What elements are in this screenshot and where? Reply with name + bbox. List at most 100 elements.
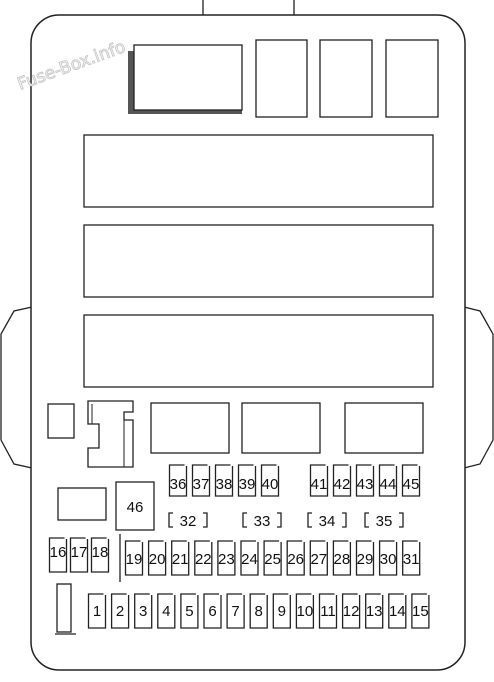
fuse-18-outline xyxy=(90,537,110,573)
relay-mid-3 xyxy=(344,402,424,454)
fuse-7-outline xyxy=(226,593,245,629)
fuse-41-outline xyxy=(309,464,329,497)
fuse-43-label: 43 xyxy=(357,476,374,493)
bracket-32-right xyxy=(203,512,208,528)
fuse-45-outline xyxy=(401,464,421,497)
fuse-outline-layer xyxy=(48,464,430,629)
fuse-37-label: 37 xyxy=(193,476,210,493)
fuse-5-outline xyxy=(180,593,199,629)
fuse-1-outline xyxy=(87,593,107,629)
relay-top-2 xyxy=(255,39,308,118)
fuse-42-label: 42 xyxy=(334,476,351,493)
fuse-45-label: 45 xyxy=(403,476,420,493)
relay-long-3 xyxy=(83,314,434,388)
fuse-27-outline xyxy=(309,540,328,576)
fuse-9-outline xyxy=(272,593,291,629)
fuse-4-label: 4 xyxy=(162,603,170,620)
fuse-21-label: 21 xyxy=(172,551,189,568)
fuse-12-outline xyxy=(341,593,361,629)
bracket-34-label: 34 xyxy=(319,513,336,530)
relay-long-1 xyxy=(83,134,434,208)
fuse-28-label: 28 xyxy=(334,551,351,568)
fuse-10-label: 10 xyxy=(297,603,314,620)
fuse-20-outline xyxy=(147,540,167,576)
fuse-39-outline xyxy=(237,464,257,497)
fuse-13-outline xyxy=(365,593,384,629)
fuse-41-label: 41 xyxy=(311,476,328,493)
fuse-24-outline xyxy=(240,540,259,576)
fuse-22-label: 22 xyxy=(195,551,212,568)
bracket-34-right xyxy=(342,512,347,528)
relay-46-box xyxy=(115,481,155,531)
fuse-2-label: 2 xyxy=(116,603,124,620)
fuse-29-outline xyxy=(355,540,375,576)
fuse-13-label: 13 xyxy=(366,603,383,620)
connector-block xyxy=(87,400,134,468)
fuse-30-outline xyxy=(378,540,398,576)
relay-mid-1 xyxy=(150,402,230,454)
fuse-11-outline xyxy=(318,593,338,629)
fuse-11-label: 11 xyxy=(320,603,336,620)
relay-46-label: 46 xyxy=(127,499,144,516)
fuse-2-outline xyxy=(110,593,130,629)
fuse-7-label: 7 xyxy=(231,603,239,620)
fuse-27-label: 27 xyxy=(310,551,327,568)
bracket-34-left xyxy=(307,512,312,528)
fuse-39-label: 39 xyxy=(239,476,256,493)
fuse-18-label: 18 xyxy=(92,544,109,561)
left-mount-tab xyxy=(0,306,33,469)
bracket-33-label: 33 xyxy=(254,513,271,530)
fuse-17-outline xyxy=(69,537,89,573)
fuse-14-outline xyxy=(388,593,407,629)
fuse-16-label: 16 xyxy=(50,544,67,561)
fuse-37-outline xyxy=(191,464,211,497)
fuse-19-outline xyxy=(124,540,144,576)
bracket-35-right xyxy=(399,512,404,528)
fuse-23-label: 23 xyxy=(218,551,235,568)
fuse-12-label: 12 xyxy=(343,603,360,620)
fuse-25-label: 25 xyxy=(264,551,281,568)
fuse-9-label: 9 xyxy=(278,603,286,620)
fuse-36-outline xyxy=(168,464,188,497)
fuse-24-label: 24 xyxy=(241,551,258,568)
fuse-8-label: 8 xyxy=(255,603,263,620)
fuse-26-outline xyxy=(286,540,305,576)
fuse-3-outline xyxy=(134,593,153,629)
fuse-4-outline xyxy=(157,593,176,629)
fuse-14-label: 14 xyxy=(389,603,406,620)
fuse-38-label: 38 xyxy=(216,476,233,493)
fuse-22-outline xyxy=(194,540,213,576)
small-fuse-bottom-left xyxy=(56,583,72,633)
relay-top-4 xyxy=(385,39,439,118)
fuse-30-label: 30 xyxy=(380,551,397,568)
fuse-31-outline xyxy=(402,540,421,576)
fuse-26-label: 26 xyxy=(287,551,304,568)
fuse-21-outline xyxy=(171,540,190,576)
small-square-block xyxy=(47,403,75,439)
relay-top-large xyxy=(133,44,243,111)
fuse-5-label: 5 xyxy=(185,603,193,620)
right-mount-tab xyxy=(463,306,494,469)
bracket-32-left xyxy=(168,512,173,528)
fuse-31-label: 31 xyxy=(403,551,420,568)
fuse-25-outline xyxy=(263,540,282,576)
fuse-43-outline xyxy=(355,464,375,497)
fuse-40-label: 40 xyxy=(262,476,279,493)
fuse-20-label: 20 xyxy=(149,551,166,568)
fuse-17-label: 17 xyxy=(71,544,88,561)
fuse-19-label: 19 xyxy=(126,551,143,568)
fuse-23-outline xyxy=(217,540,236,576)
fuse-15-outline xyxy=(411,593,430,629)
relay-long-2 xyxy=(83,224,434,298)
fuse-44-label: 44 xyxy=(380,476,397,493)
fuse-28-outline xyxy=(332,540,352,576)
fuse-29-label: 29 xyxy=(357,551,374,568)
relay-mid-2 xyxy=(241,402,321,454)
fuse-40-outline xyxy=(260,464,280,497)
fuse-10-outline xyxy=(295,593,315,629)
relay-top-3 xyxy=(319,39,373,118)
small-rect-block xyxy=(57,487,107,521)
